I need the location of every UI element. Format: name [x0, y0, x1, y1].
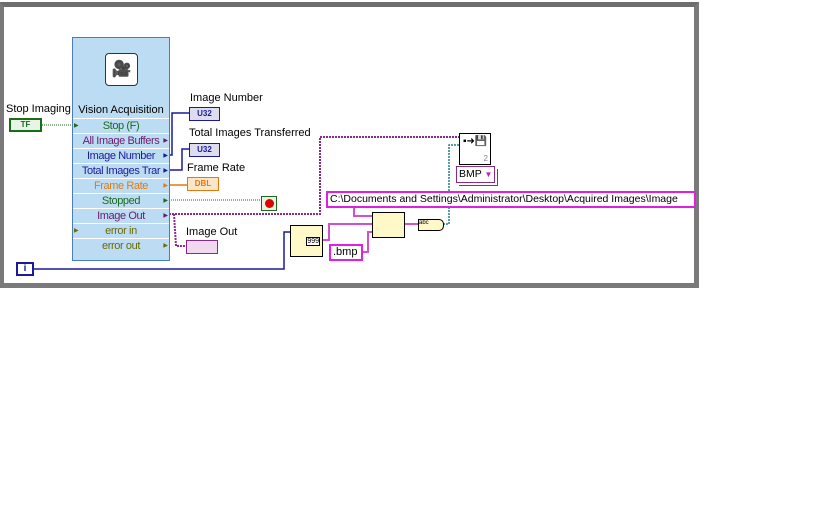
total-images-indicator[interactable]: U32	[189, 143, 220, 157]
dropdown-arrow-icon: ▼	[484, 170, 493, 179]
frame-rate-label: Frame Rate	[187, 162, 246, 174]
width-constant: 999	[306, 237, 320, 246]
vision-acquisition-node[interactable]: 🎥 Vision Acquisition ▶Stop (F)All Image …	[72, 37, 170, 261]
terminal-row[interactable]: ▶ Stop (F)	[73, 118, 169, 133]
wire-image	[169, 136, 459, 215]
terminal-label: error out	[102, 240, 140, 252]
wire-filepath	[443, 144, 459, 225]
node-title: Vision Acquisition	[78, 104, 164, 116]
wire-image-branch	[173, 213, 186, 247]
terminal-label: Image Out	[97, 210, 145, 222]
number-to-string-node[interactable]: 999	[290, 225, 323, 257]
stop-icon	[264, 199, 274, 208]
input-arrow-icon: ▶	[74, 228, 79, 234]
stop-button-terminal[interactable]	[261, 196, 277, 211]
wire-total-images	[169, 148, 189, 171]
output-arrow-icon: ▶	[163, 213, 168, 219]
terminal-row[interactable]: Total Images Trar▶	[73, 163, 169, 178]
extension-constant[interactable]: .bmp	[329, 244, 363, 261]
output-arrow-icon: ▶	[163, 198, 168, 204]
wire-image-number	[169, 112, 189, 156]
terminal-label: Stop (F)	[102, 120, 140, 132]
terminal-label: error in	[105, 225, 137, 237]
iteration-terminal: i	[16, 262, 34, 276]
output-arrow-icon: ▶	[163, 153, 168, 159]
stop-imaging-label: Stop Imaging	[6, 103, 71, 115]
path-constant[interactable]: C:\Documents and Settings\Administrator\…	[326, 191, 696, 208]
output-arrow-icon: ▶	[163, 138, 168, 144]
total-images-label: Total Images Transferred	[189, 127, 311, 139]
output-arrow-icon: ▶	[163, 183, 168, 189]
terminal-label: Frame Rate	[93, 180, 149, 192]
output-arrow-icon: ▶	[163, 168, 168, 174]
concatenate-strings-node[interactable]	[372, 212, 405, 238]
wire-ext	[360, 231, 372, 253]
terminal-row[interactable]: error out ▶	[73, 238, 169, 253]
node-subtype: 2	[483, 154, 488, 163]
image-number-label: Image Number	[190, 92, 263, 104]
terminal-label: Total Images Trar	[81, 165, 161, 177]
terminal-row[interactable]: Frame Rate ▶	[73, 178, 169, 193]
while-loop-frame	[0, 2, 699, 288]
terminal-label: All Image Buffers	[82, 135, 160, 147]
terminal-row[interactable]: Image Number ▶	[73, 148, 169, 163]
imaq-write-file-node[interactable]: 2 ▪➜💾	[459, 133, 491, 165]
file-format-enum[interactable]: BMP ▼	[456, 166, 495, 183]
frame-rate-indicator[interactable]: DBL	[187, 177, 219, 191]
wire-iteration	[32, 231, 290, 270]
output-arrow-icon: ▶	[163, 243, 168, 249]
terminal-row[interactable]: All Image Buffers▶	[73, 133, 169, 148]
terminal-row[interactable]: ▶ error in	[73, 223, 169, 238]
input-arrow-icon: ▶	[74, 123, 79, 129]
terminal-row[interactable]: Stopped ▶	[73, 193, 169, 208]
file-format-value: BMP	[459, 168, 482, 180]
terminal-label: Stopped	[101, 195, 141, 207]
image-out-indicator[interactable]	[186, 240, 218, 254]
stop-imaging-control[interactable]: TF	[9, 118, 42, 132]
camera-icon: 🎥	[105, 53, 138, 86]
save-icon: ▪➜💾	[463, 136, 488, 147]
terminal-label: Image Number	[87, 150, 155, 162]
image-number-indicator[interactable]: U32	[189, 107, 220, 121]
string-to-path-node[interactable]: abc	[418, 219, 444, 231]
wire-path	[353, 207, 372, 217]
wire-num-string	[322, 223, 372, 241]
terminal-row[interactable]: Image Out ▶	[73, 208, 169, 223]
image-out-label: Image Out	[186, 226, 238, 238]
